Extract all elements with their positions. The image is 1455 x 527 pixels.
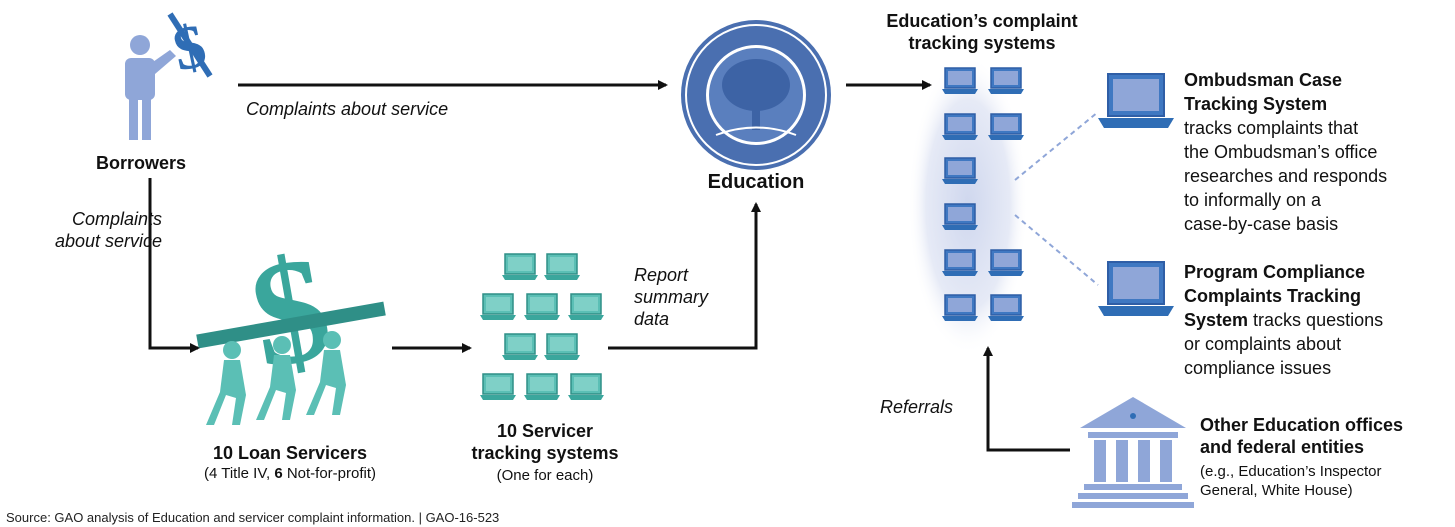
report-line2: summary xyxy=(634,287,709,307)
servicer-systems-label: 10 Servicer tracking systems xyxy=(440,420,650,464)
ombudsman-laptop-icon xyxy=(1098,73,1174,128)
servicer-systems-line1: 10 Servicer xyxy=(496,421,594,441)
program-block: Program Compliance Complaints Tracking S… xyxy=(1184,260,1383,380)
servicers-label: 10 Loan Servicers xyxy=(212,443,368,463)
referrals-label: Referrals xyxy=(880,397,954,417)
other-desc-line1: (e.g., Education’s Inspector xyxy=(1200,463,1382,480)
report-line1: Report xyxy=(634,265,689,285)
program-laptop-icon xyxy=(1098,261,1174,316)
report-line3: data xyxy=(634,309,670,329)
servicers-sub-part1: (4 xyxy=(203,465,218,482)
education-systems-title-line2: tracking systems xyxy=(908,33,1056,53)
arrow-borrowers-servicers xyxy=(148,178,200,353)
education-label: Education xyxy=(707,171,805,193)
servicers-sub-part2: Title IV, xyxy=(217,465,275,482)
arrow-referrals xyxy=(983,346,1070,452)
servicer-systems-line2: tracking systems xyxy=(471,443,619,463)
other-block: Other Education offices and federal enti… xyxy=(1200,414,1403,500)
report-label: Report summary data xyxy=(634,264,708,330)
complaints-left-line2: about service xyxy=(54,231,162,251)
dashed-line-2 xyxy=(1014,214,1099,286)
program-title-line3: System xyxy=(1184,310,1249,330)
borrowers-label: Borrowers xyxy=(96,153,187,173)
borrower-figure-icon: $ xyxy=(125,12,213,140)
servicer-laptops-icon xyxy=(479,253,605,401)
program-desc-line3: tracks questions xyxy=(1248,310,1384,330)
ombudsman-title-line2: Tracking System xyxy=(1184,94,1328,114)
servicers-sub: (4 Title IV, 6 Not-for-profit) xyxy=(160,464,420,483)
ombudsman-block: Ombudsman Case Tracking System tracks co… xyxy=(1184,68,1387,236)
arrow-systems-education xyxy=(608,202,761,350)
source-note: Source: GAO analysis of Education and se… xyxy=(6,510,500,525)
education-systems-title-line1: Education’s complaint xyxy=(886,11,1078,31)
servicers-sub-part4: Not-for-profit) xyxy=(282,465,377,482)
other-title-line1: Other Education offices xyxy=(1200,415,1404,435)
servicers-sub-part3: 6 xyxy=(274,465,283,482)
loan-servicers-icon: $ xyxy=(196,224,386,425)
program-desc-line4: or complaints about xyxy=(1184,334,1342,354)
other-title-line2: and federal entities xyxy=(1200,437,1365,457)
ombudsman-title-line1: Ombudsman Case xyxy=(1184,70,1343,90)
education-seal-icon xyxy=(681,20,831,170)
ombudsman-desc-line4: to informally on a xyxy=(1184,190,1322,210)
dashed-line-1 xyxy=(1014,111,1099,181)
complaints-top-label: Complaints about service xyxy=(246,99,449,119)
complaints-left-label: Complaints about service xyxy=(0,208,162,252)
building-icon xyxy=(1072,397,1194,508)
servicer-systems-sub: (One for each) xyxy=(496,467,594,484)
ombudsman-desc-line3: researches and responds xyxy=(1184,166,1388,186)
education-systems-title: Education’s complaint tracking systems xyxy=(862,10,1102,54)
ombudsman-desc-line5: case-by-case basis xyxy=(1184,214,1339,234)
program-desc-line5: compliance issues xyxy=(1184,358,1332,378)
ombudsman-desc-line1: tracks complaints that xyxy=(1184,118,1359,138)
other-desc-line2: General, White House) xyxy=(1200,482,1353,499)
program-title-line1: Program Compliance xyxy=(1184,262,1366,282)
program-title-line2: Complaints Tracking xyxy=(1184,286,1362,306)
complaints-left-line1: Complaints xyxy=(71,209,162,229)
ombudsman-desc-line2: the Ombudsman’s office xyxy=(1184,142,1378,162)
